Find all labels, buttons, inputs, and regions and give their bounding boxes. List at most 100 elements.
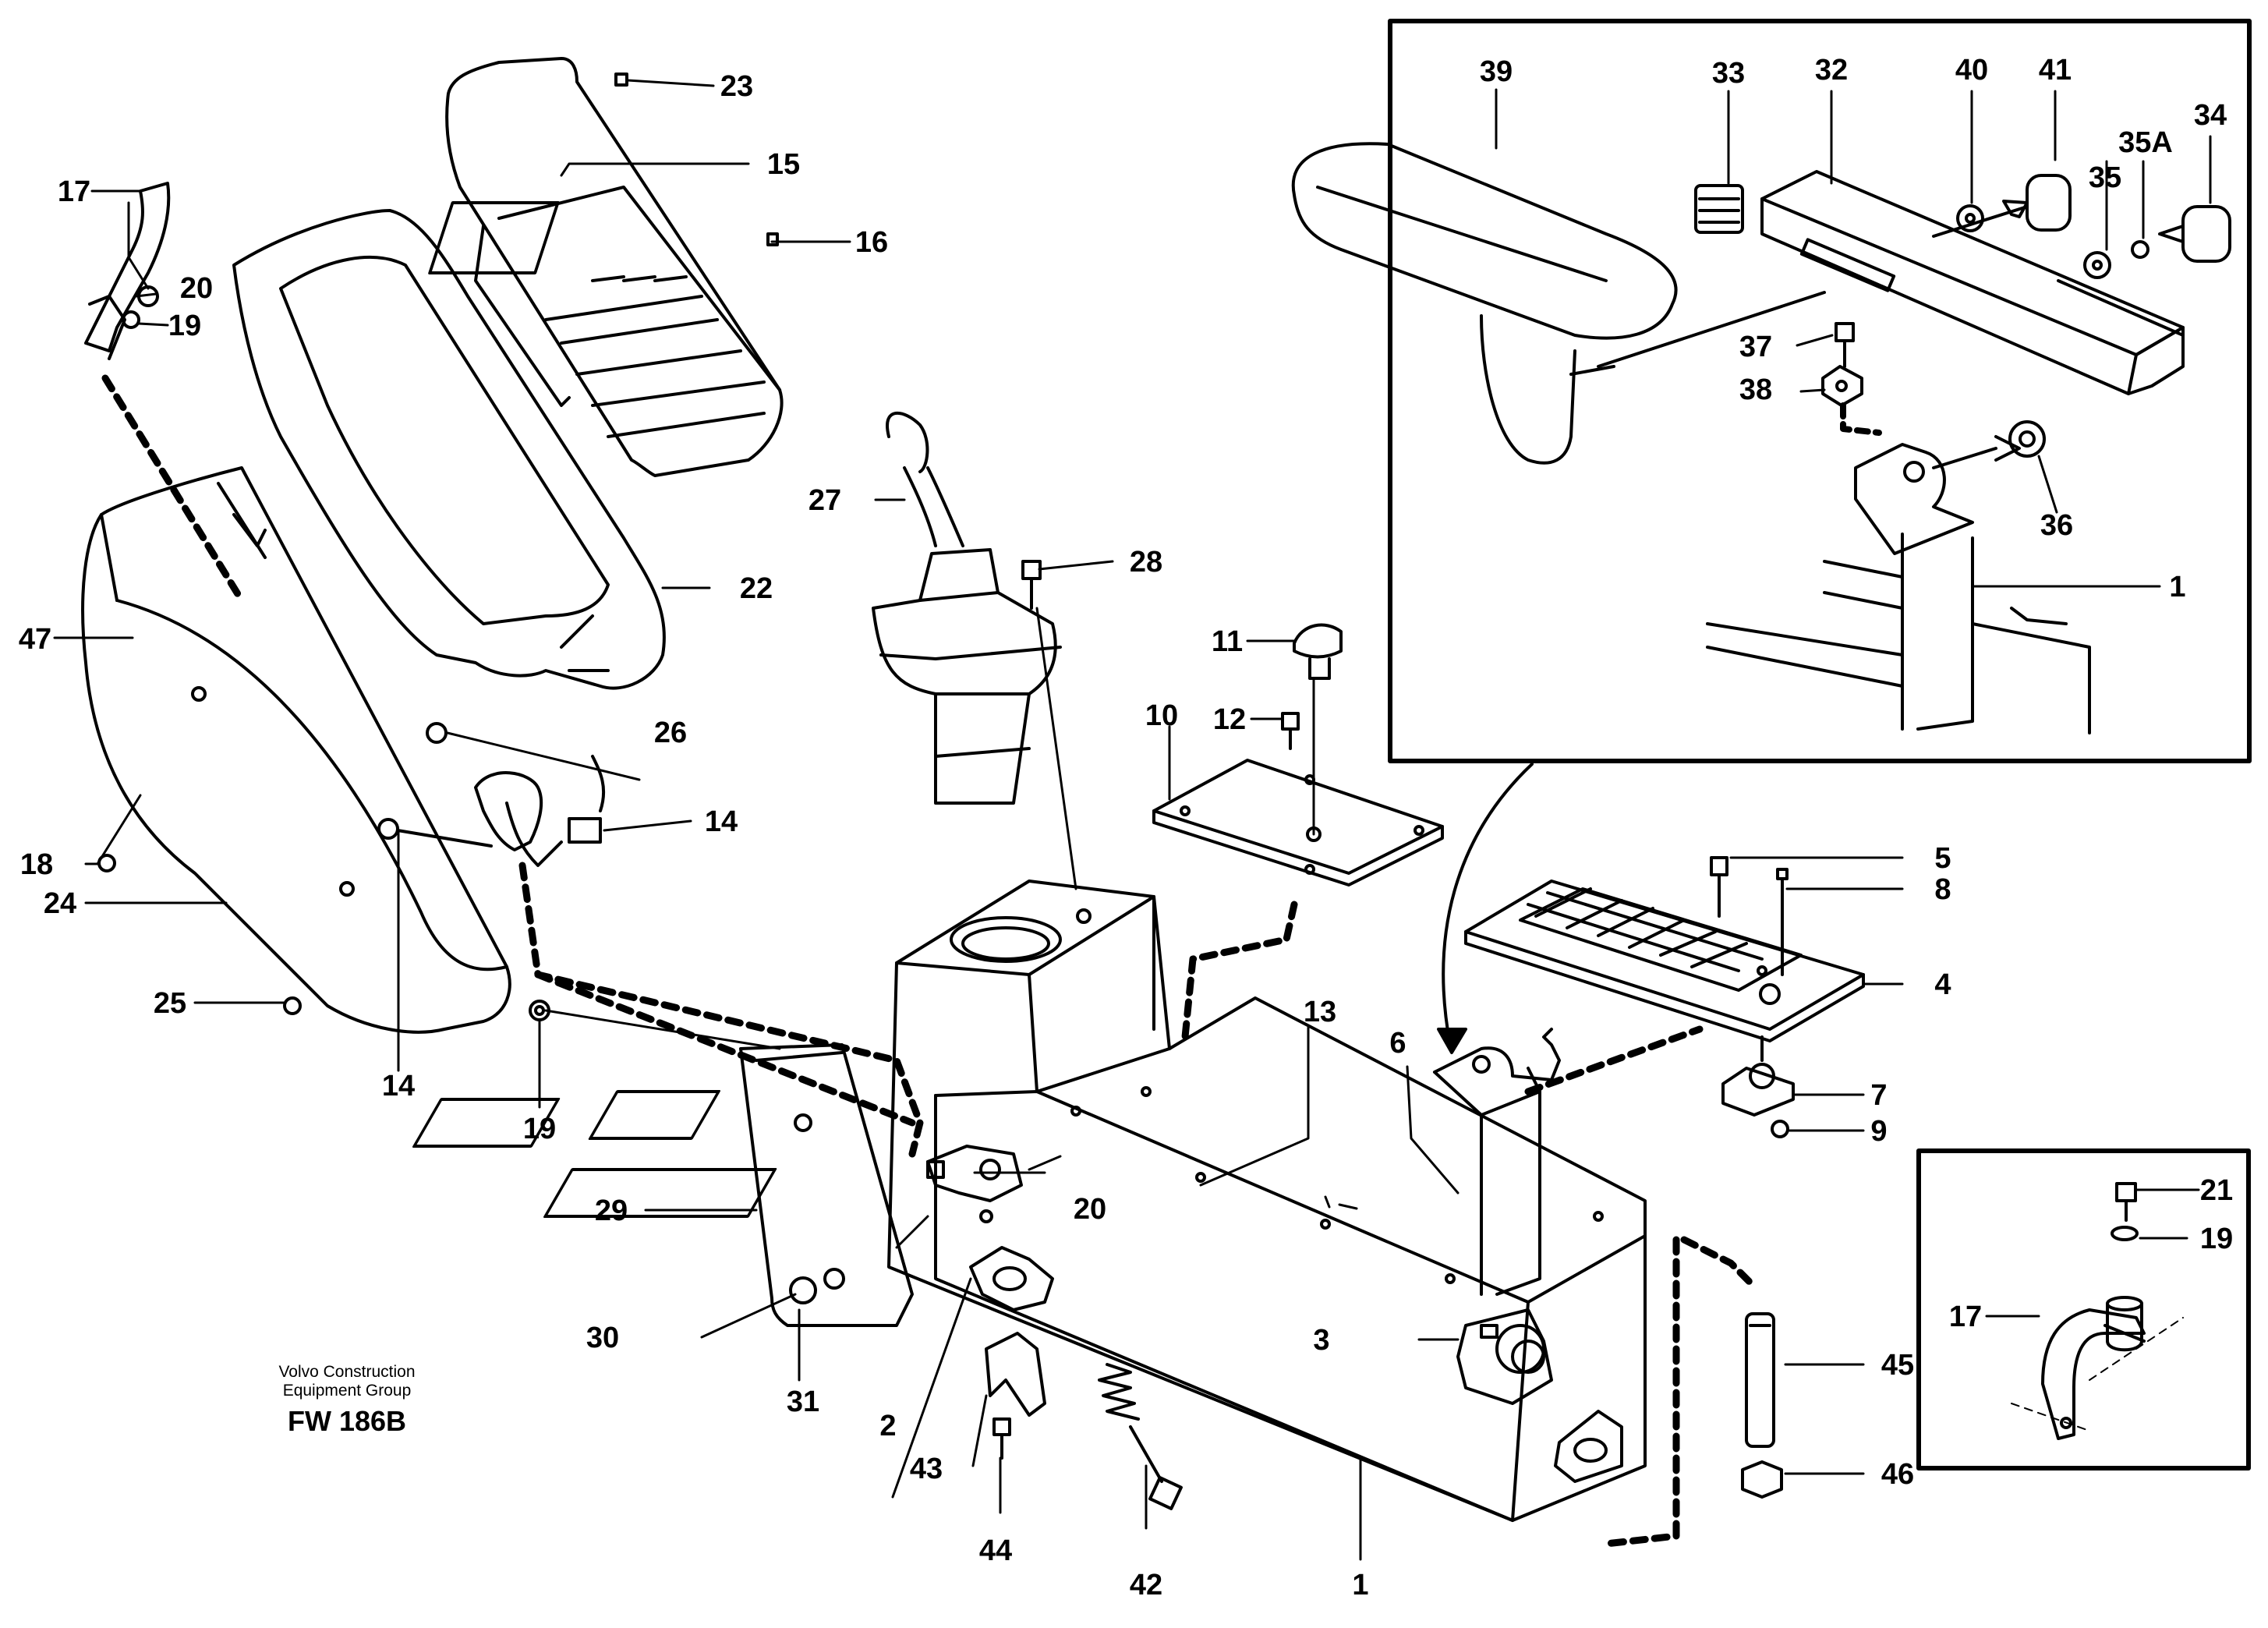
bolt-21 — [2115, 1182, 2137, 1222]
label-17: 17 — [58, 175, 90, 208]
nut-46 — [1741, 1460, 1783, 1499]
label-14-bottom: 14 — [382, 1070, 415, 1102]
bushing — [1694, 184, 1744, 234]
caption-company-line2: Equipment Group — [282, 1382, 412, 1400]
knob-11 — [1293, 623, 1343, 680]
label-46: 46 — [1881, 1458, 1914, 1491]
console-housing — [412, 879, 1647, 1522]
screw-23 — [614, 73, 628, 87]
armrest-pad — [1291, 142, 1678, 465]
label-39: 39 — [1480, 55, 1513, 88]
label-16: 16 — [855, 226, 888, 259]
label-19: 19 — [168, 310, 201, 342]
knob-41 — [1932, 174, 2072, 238]
label-40: 40 — [1955, 54, 1988, 87]
latch-14 — [377, 722, 602, 867]
label-23: 23 — [720, 70, 753, 103]
rotary-switch-7 — [1721, 1035, 1795, 1117]
label-18: 18 — [20, 848, 53, 881]
bolt-44 — [992, 1417, 1011, 1460]
switch-3 — [1456, 1308, 1553, 1405]
washer-35 — [2083, 251, 2111, 279]
screw-37 — [1835, 322, 1855, 368]
label-5: 5 — [1934, 842, 1951, 875]
label-20-lower: 20 — [1074, 1193, 1106, 1226]
label-37: 37 — [1739, 331, 1772, 363]
lock-20 — [926, 1145, 1023, 1202]
label-43: 43 — [910, 1453, 943, 1485]
rear-socket — [1554, 1410, 1623, 1483]
screw-8 — [1776, 868, 1789, 976]
label-2: 2 — [879, 1410, 896, 1442]
spacer-inset — [2106, 1296, 2143, 1352]
label-32: 32 — [1815, 54, 1848, 87]
label-7: 7 — [1870, 1079, 1887, 1112]
washer-40 — [1956, 204, 1984, 232]
strap-inset-frame — [1916, 1148, 2251, 1471]
lock-2 — [969, 1209, 1054, 1311]
side-cover — [81, 466, 511, 1034]
label-34: 34 — [2194, 99, 2227, 132]
label-10: 10 — [1145, 699, 1178, 732]
label-45: 45 — [1881, 1349, 1914, 1382]
label-4: 4 — [1934, 968, 1951, 1001]
screw-5 — [1710, 856, 1728, 918]
label-35: 35 — [2089, 161, 2121, 194]
label-30: 30 — [586, 1322, 619, 1354]
label-38: 38 — [1739, 373, 1772, 406]
label-1-inset: 1 — [2169, 571, 2185, 603]
display-unit — [428, 57, 784, 477]
screw-12 — [1281, 712, 1300, 750]
inset-leader-lines — [1495, 88, 2212, 588]
armrest-post — [1706, 420, 2091, 734]
armrest-bar — [1597, 170, 2185, 395]
switch-panel-4 — [1464, 879, 1865, 1042]
joystick — [872, 412, 1062, 805]
label-21: 21 — [2200, 1174, 2233, 1207]
washer-19-inset — [2111, 1226, 2139, 1241]
part-number-labels: 39 33 32 40 41 35A 34 35 37 38 36 1 17 2… — [19, 54, 2233, 1601]
reference-arrow — [1442, 763, 1534, 1046]
label-12: 12 — [1213, 703, 1246, 736]
assembly-dashed-lines — [101, 374, 1758, 1548]
armrest-inset-frame — [1388, 19, 2252, 763]
label-28: 28 — [1130, 546, 1162, 579]
screw-28 — [1021, 560, 1042, 610]
strap-17 — [2041, 1308, 2146, 1440]
screw-16 — [766, 232, 779, 246]
label-15: 15 — [767, 148, 800, 181]
plate-10 — [1152, 759, 1444, 887]
label-11: 11 — [1212, 625, 1243, 658]
nut-38 — [1821, 365, 1863, 407]
label-9: 9 — [1870, 1115, 1887, 1148]
washer-19 — [122, 310, 140, 329]
cover-panel — [739, 1043, 914, 1327]
leader-lines — [53, 79, 2200, 1561]
clamp-43 — [985, 1332, 1046, 1417]
washer-35a — [2131, 240, 2149, 259]
label-35a: 35A — [2118, 126, 2173, 159]
drawing-code: FW 186B — [287, 1405, 407, 1437]
label-41: 41 — [2039, 54, 2072, 87]
spring-42 — [1098, 1363, 1183, 1510]
label-47: 47 — [19, 623, 51, 656]
label-6: 6 — [1389, 1027, 1406, 1060]
drawing-caption: Volvo Construction Equipment Group FW 18… — [218, 1363, 476, 1438]
label-29: 29 — [595, 1194, 628, 1227]
screw-25 — [283, 996, 302, 1015]
knob-34 — [2158, 205, 2231, 263]
label-17-inset: 17 — [1949, 1301, 1982, 1333]
label-14-top: 14 — [705, 805, 738, 838]
label-24: 24 — [44, 887, 76, 920]
label-13: 13 — [1304, 996, 1336, 1028]
nut-9 — [1771, 1120, 1789, 1138]
label-44: 44 — [979, 1534, 1012, 1567]
label-19-lower: 19 — [523, 1113, 556, 1145]
label-22: 22 — [740, 572, 773, 605]
label-8: 8 — [1934, 873, 1951, 906]
caption-company-line1: Volvo Construction — [278, 1363, 416, 1381]
spacer-45 — [1745, 1312, 1775, 1448]
label-25: 25 — [154, 987, 186, 1020]
label-33: 33 — [1712, 57, 1745, 90]
